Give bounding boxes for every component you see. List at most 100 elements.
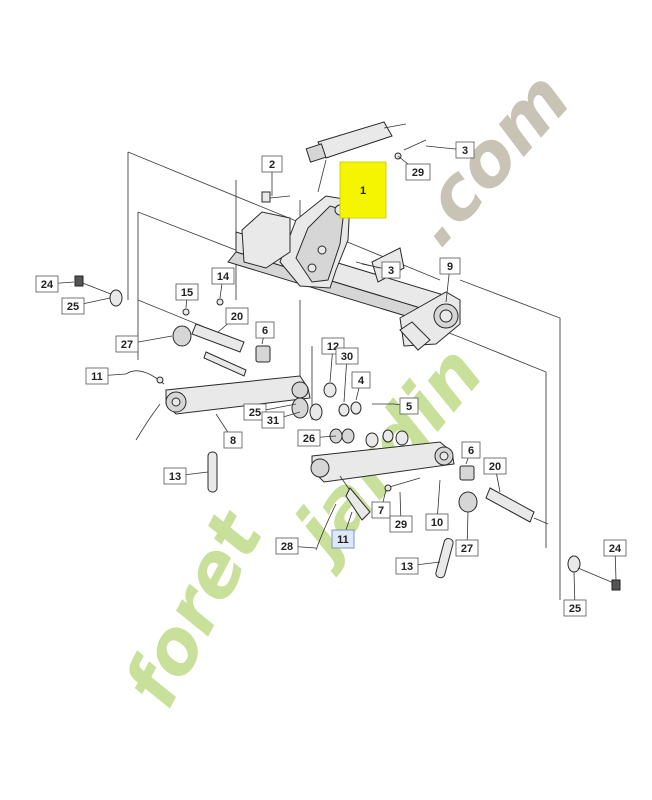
callout-20: 20	[483, 457, 507, 493]
callout-box	[223, 431, 243, 449]
callout-26: 26	[297, 429, 337, 447]
callout-box	[603, 539, 627, 557]
callout-27: 27	[115, 335, 173, 353]
callout-1: 1	[339, 161, 387, 219]
watermark-text-foret: foret	[108, 497, 281, 721]
callout-box	[405, 163, 431, 181]
lower-link-right	[310, 441, 455, 483]
callout-24: 24	[35, 275, 75, 293]
callout-28: 28	[275, 537, 317, 555]
callout-box	[461, 441, 481, 459]
callout-label: 3	[388, 265, 394, 277]
callout-label: 20	[231, 311, 243, 323]
callout-box	[163, 467, 187, 485]
callout-box	[399, 397, 419, 415]
callout-label: 5	[406, 401, 412, 413]
callout-3: 3	[425, 141, 475, 159]
callout-box	[85, 367, 109, 385]
callout-box	[425, 513, 449, 531]
callout-25: 25	[563, 571, 587, 617]
callout-label: 31	[267, 415, 279, 427]
callout-label: 25	[569, 603, 581, 615]
lift-bracket	[241, 195, 351, 289]
callout-label: 13	[169, 471, 181, 483]
callout-label: 9	[447, 261, 453, 273]
callout-box	[275, 537, 299, 555]
callout-label: 8	[230, 435, 236, 447]
callout-label: 3	[462, 145, 468, 157]
callout-13: 13	[395, 557, 441, 575]
callout-11: 11	[85, 367, 127, 385]
callout-label: 25	[67, 301, 79, 313]
callout-label: 14	[217, 271, 230, 283]
lower-link-left	[165, 375, 311, 415]
callout-10: 10	[425, 479, 449, 531]
callout-label: 6	[262, 325, 268, 337]
callout-box	[395, 557, 419, 575]
callout-label: 6	[468, 445, 474, 457]
callout-6: 6	[461, 441, 481, 465]
callout-box	[371, 501, 391, 519]
callout-4: 4	[351, 371, 371, 401]
callout-box	[35, 275, 59, 293]
callout-14: 14	[211, 267, 235, 299]
callout-box	[261, 411, 285, 429]
callout-label: 24	[609, 543, 622, 555]
callout-label: 20	[489, 461, 501, 473]
watermark-text-com: .com	[389, 56, 587, 262]
callout-label: 30	[341, 351, 353, 363]
callout-box	[297, 429, 321, 447]
callout-label: 11	[337, 534, 349, 546]
callout-11: 11	[331, 511, 355, 549]
callout-box	[439, 257, 461, 275]
callout-box	[455, 539, 479, 557]
callout-label: 28	[281, 541, 293, 553]
callout-29: 29	[389, 491, 413, 533]
callout-box	[115, 335, 139, 353]
callout-box	[381, 261, 401, 279]
callout-7: 7	[371, 489, 391, 519]
callout-15: 15	[175, 283, 199, 309]
callout-5: 5	[393, 397, 419, 415]
callout-label: 1	[360, 185, 366, 197]
callout-box	[351, 371, 371, 389]
callout-box	[563, 599, 587, 617]
callout-25: 25	[243, 403, 297, 421]
callout-label: 29	[412, 167, 424, 179]
callout-9: 9	[439, 257, 461, 303]
callout-label: 29	[395, 519, 407, 531]
callout-20: 20	[217, 307, 249, 333]
callout-box	[331, 529, 355, 549]
callout-label: 24	[41, 279, 54, 291]
callout-30: 30	[335, 347, 359, 403]
callout-label: 15	[181, 287, 193, 299]
callout-box	[61, 297, 85, 315]
callout-label: 13	[401, 561, 413, 573]
callout-label: 26	[303, 433, 315, 445]
callout-box	[255, 321, 275, 339]
callout-label: 7	[378, 505, 384, 517]
callout-box	[455, 141, 475, 159]
callout-box	[211, 267, 235, 285]
small-parts	[74, 139, 621, 591]
callout-label: 27	[121, 339, 133, 351]
callout-29: 29	[397, 155, 431, 181]
callout-box	[261, 155, 283, 173]
callout-label: 25	[249, 407, 261, 419]
callout-box	[225, 307, 249, 325]
callout-27: 27	[455, 511, 479, 557]
callout-label: 27	[461, 543, 473, 555]
callout-24: 24	[603, 539, 627, 581]
callout-13: 13	[163, 467, 209, 485]
callout-label: 2	[269, 159, 275, 171]
hydraulic-cylinder	[305, 121, 407, 193]
right-arm	[371, 247, 461, 351]
callout-box	[389, 515, 413, 533]
callout-box	[175, 283, 199, 301]
callout-3: 3	[361, 261, 401, 279]
callout-label: 11	[91, 371, 103, 383]
callout-2: 2	[261, 155, 283, 196]
